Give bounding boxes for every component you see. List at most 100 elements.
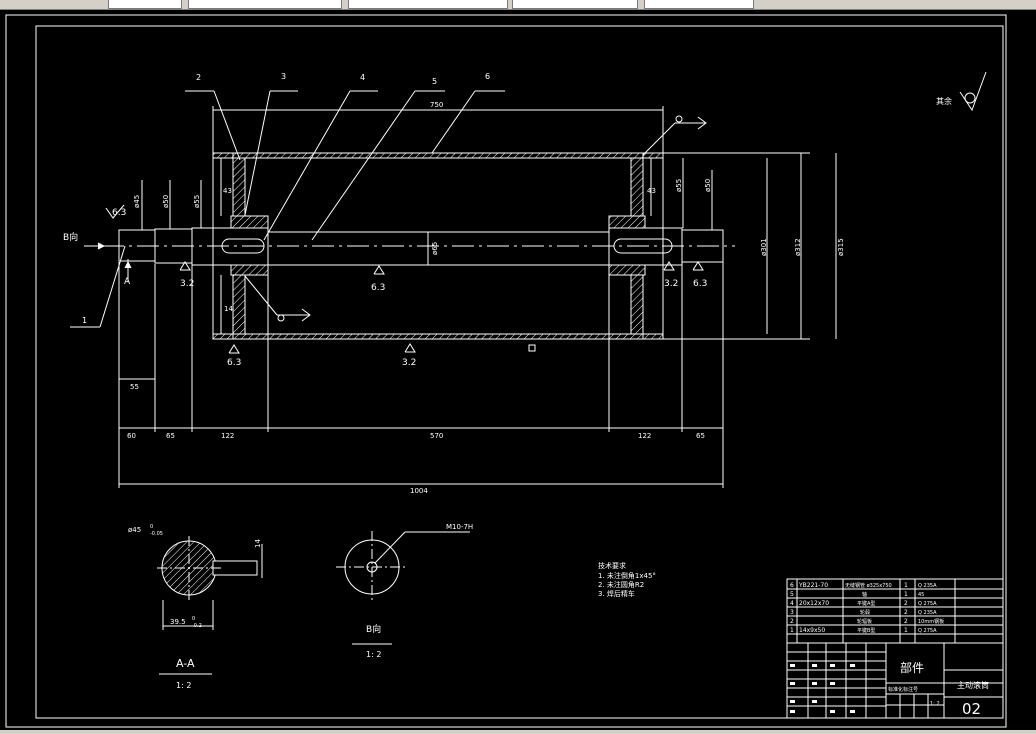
svg-text:3: 3 xyxy=(790,609,794,616)
svg-text:1: 1 xyxy=(904,582,908,589)
svg-text:ø45: ø45 xyxy=(128,526,141,534)
standard-label: 标准化标注号 xyxy=(888,686,918,693)
svg-text:6.3: 6.3 xyxy=(371,283,385,293)
title-block-fill-marks xyxy=(790,664,855,713)
b-view-texts: M10-7H B向 1: 2 xyxy=(366,523,473,659)
svg-text:14: 14 xyxy=(224,305,233,313)
hatched-sections xyxy=(212,152,664,340)
svg-text:ø65: ø65 xyxy=(431,242,439,255)
svg-text:4: 4 xyxy=(790,600,794,607)
roughness-values: 6.3 3.2 6.3 6.3 3.2 3.2 6.3 xyxy=(112,208,707,368)
svg-text:ø55: ø55 xyxy=(675,179,683,192)
view-direction-marks xyxy=(84,242,132,282)
leader-lines xyxy=(70,90,505,328)
svg-text:ø50: ø50 xyxy=(162,195,170,208)
svg-text:14x9x50: 14x9x50 xyxy=(799,627,825,634)
svg-text:无缝钢管 ø325x750: 无缝钢管 ø325x750 xyxy=(845,582,892,589)
svg-text:ø45: ø45 xyxy=(133,195,141,208)
svg-text:60: 60 xyxy=(127,432,136,440)
balloon-numbers: 2 3 4 5 6 1 xyxy=(82,72,490,325)
toolbar-strip xyxy=(0,0,1036,10)
title-block-scale: 1: 2 xyxy=(930,701,940,707)
svg-text:10mm钢板: 10mm钢板 xyxy=(918,618,944,625)
balloon-5: 5 xyxy=(432,77,437,86)
toolbar-field[interactable] xyxy=(108,0,182,9)
b-view xyxy=(336,531,470,645)
svg-text:2: 2 xyxy=(904,600,908,607)
svg-text:ø315: ø315 xyxy=(837,238,845,256)
svg-text:65: 65 xyxy=(166,432,175,440)
parts-list: 6 YB221-70 无缝钢管 ø325x750 1 Q 235A 5 轴 1 … xyxy=(790,582,944,634)
svg-text:1004: 1004 xyxy=(410,487,428,495)
svg-text:43: 43 xyxy=(223,187,232,195)
general-roughness-label: 其余 xyxy=(936,96,952,106)
b-view-scale: 1: 2 xyxy=(366,650,381,659)
toolbar-field[interactable] xyxy=(644,0,754,9)
svg-text:5: 5 xyxy=(790,591,794,598)
toolbar-field[interactable] xyxy=(348,0,508,9)
parts-row-5: 5 轴 1 45 xyxy=(790,591,924,598)
toolbar-field[interactable] xyxy=(188,0,342,9)
svg-text:2: 2 xyxy=(904,609,908,616)
dimension-lines xyxy=(118,106,837,488)
svg-text:轮辐板: 轮辐板 xyxy=(857,618,872,625)
parts-row-1: 1 14x9x50 平键B型 1 Q 275A xyxy=(790,627,937,634)
svg-text:3. 焊后精车: 3. 焊后精车 xyxy=(598,589,635,598)
svg-text:0: 0 xyxy=(192,616,195,622)
toolbar-field[interactable] xyxy=(512,0,638,9)
parts-row-4: 4 20x12x70 平键A型 2 Q 275A xyxy=(790,600,937,607)
svg-text:平键B型: 平键B型 xyxy=(857,627,875,634)
svg-text:1: 1 xyxy=(904,627,908,634)
status-strip xyxy=(0,730,1036,734)
svg-text:6.3: 6.3 xyxy=(227,358,241,368)
b-view-title: B向 xyxy=(366,623,381,635)
balloon-6: 6 xyxy=(485,72,490,81)
svg-text:0: 0 xyxy=(150,524,153,530)
svg-text:14: 14 xyxy=(254,539,262,548)
cad-drawing-canvas[interactable]: 2 3 4 5 6 1 6.3 3.2 6.3 6.3 3.2 3.2 6.3 xyxy=(0,9,1036,730)
svg-text:43: 43 xyxy=(647,187,656,195)
balloon-4: 4 xyxy=(360,73,365,82)
svg-text:轮毂: 轮毂 xyxy=(860,609,870,616)
dimension-texts: 750 60 65 122 570 122 65 55 1004 43 43 1… xyxy=(127,101,845,495)
tech-notes-title: 技术要求 xyxy=(598,561,626,570)
svg-text:ø301: ø301 xyxy=(760,238,768,256)
svg-text:6: 6 xyxy=(790,582,794,589)
parts-row-2: 2 轮辐板 2 10mm钢板 xyxy=(790,618,944,625)
thread-label: M10-7H xyxy=(446,523,473,531)
svg-text:1: 1 xyxy=(904,591,908,598)
svg-text:ø50: ø50 xyxy=(704,179,712,192)
technical-requirements: 技术要求 1. 未注倒角1x45° 2. 未注圆角R2 3. 焊后精车 xyxy=(598,561,656,598)
title-block-texts: 部件 主动滚筒 标准化标注号 1: 2 02 xyxy=(888,660,989,718)
title-block-grid xyxy=(786,578,1004,719)
b-direction-label: B向 xyxy=(63,231,78,243)
svg-text:YB221-70: YB221-70 xyxy=(798,582,828,589)
svg-text:570: 570 xyxy=(430,432,443,440)
svg-text:轴: 轴 xyxy=(862,591,867,598)
svg-text:-0.2: -0.2 xyxy=(192,623,202,629)
parts-row-6: 6 YB221-70 无缝钢管 ø325x750 1 Q 235A xyxy=(790,582,937,589)
svg-text:-0.05: -0.05 xyxy=(150,531,163,537)
svg-text:2. 未注圆角R2: 2. 未注圆角R2 xyxy=(598,580,644,589)
svg-text:ø55: ø55 xyxy=(193,195,201,208)
svg-text:750: 750 xyxy=(430,101,443,109)
roughness-symbols xyxy=(105,204,704,354)
section-a-label: A xyxy=(124,277,131,287)
svg-text:3.2: 3.2 xyxy=(180,279,194,289)
svg-text:平键A型: 平键A型 xyxy=(857,600,875,607)
svg-text:122: 122 xyxy=(638,432,651,440)
part-name: 主动滚筒 xyxy=(957,680,989,690)
svg-text:Q 275A: Q 275A xyxy=(918,628,937,634)
svg-text:6.3: 6.3 xyxy=(693,279,707,289)
svg-text:1. 未注倒角1x45°: 1. 未注倒角1x45° xyxy=(598,571,656,580)
marker-square xyxy=(528,344,536,352)
weld-symbol-icon xyxy=(244,115,707,322)
section-aa-title: A-A xyxy=(176,657,195,670)
svg-text:20x12x70: 20x12x70 xyxy=(799,600,829,607)
part-kind: 部件 xyxy=(900,660,924,675)
section-aa-view xyxy=(157,536,263,675)
svg-text:2: 2 xyxy=(790,618,794,625)
section-aa-texts: ø45 0 -0.05 14 39.5 0 -0.2 A-A 1: 2 xyxy=(128,524,262,690)
svg-text:Q 235A: Q 235A xyxy=(918,583,937,589)
parts-row-3: 3 轮毂 2 Q 235A xyxy=(790,609,937,616)
